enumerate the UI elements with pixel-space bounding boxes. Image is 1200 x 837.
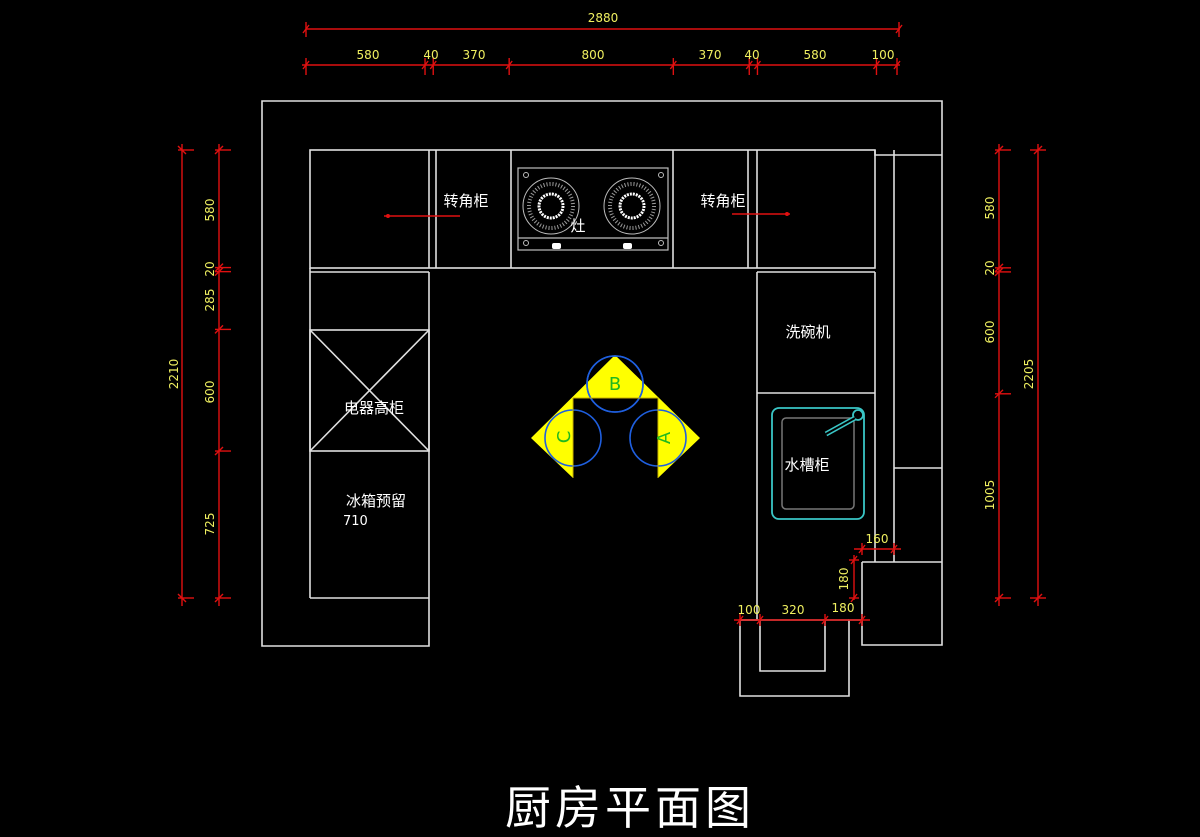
burner-left-icon [522,177,580,235]
dishwasher-label: 洗碗机 [785,323,830,341]
dim-notch-horizontal: 160 [866,532,889,546]
dim-right-total: 2205 [1022,359,1036,390]
dim-vertical-slash [994,267,1004,277]
dim-top-seg-8: 100 [872,48,895,62]
opening-arrows [384,212,790,218]
sink [771,407,865,520]
dim-top-total: 2880 [588,11,619,25]
dim-vertical-slash [994,263,1004,273]
stove-label: 灶 [570,217,585,235]
dim-vertical-slash [214,145,224,155]
dim-vertical-slash [214,267,224,277]
work-zone-b-label: B [609,374,621,395]
top-counter [309,149,942,562]
burner-right-icon [603,177,661,235]
left-counter [309,268,430,599]
work-triangle: B A C [531,355,700,478]
dim-bottom-seg-3: 180 [832,601,855,615]
dim-top-slash [893,60,901,70]
dim-right-seg-1: 580 [983,197,997,220]
work-zone-c-label: C [554,431,575,444]
dim-right-seg-2: 20 [983,260,997,275]
dim-vertical-slash [214,593,224,603]
dim-top-seg-5: 370 [699,48,722,62]
dim-top-slash [505,60,513,70]
dim-top-slash [872,60,881,70]
dim-notch-vertical: 180 [837,568,851,591]
faucet-icon [852,409,864,421]
dim-left-seg-4: 600 [203,381,217,404]
dim-top-seg-4: 800 [582,48,605,62]
dim-top-slash [421,60,429,70]
appliance-tall-cabinet-label: 电器高柜 [344,399,404,417]
dim-vertical-slash [214,324,224,334]
appliance-tall-cabinet [309,329,430,452]
dim-bottom-seg-2: 320 [782,603,805,617]
dim-top-seg-2: 40 [423,48,438,62]
bottom-dimensions: 100 320 180 180 160 [734,532,901,626]
left-dimensions: 2210 580 20 285 600 725 [167,144,231,606]
stove [517,167,669,251]
dim-left-seg-2: 20 [203,261,217,276]
dim-left-seg-5: 725 [203,513,217,536]
dim-top-seg-6: 40 [744,48,759,62]
dim-vertical-slash [214,263,224,273]
dim-vertical-slash [994,389,1004,399]
fridge-reserve-label: 冰箱预留 [346,492,406,510]
dim-vertical-slash [994,145,1004,155]
dim-top-seg-7: 580 [804,48,827,62]
dim-top-slash [753,60,762,70]
dim-left-total: 2210 [167,359,181,390]
dim-top-slash [429,60,437,70]
top-dimensions: 2880 580 40 370 800 370 40 580 100 [302,11,903,75]
dim-top-slash [669,60,677,70]
dim-vertical-slash [994,593,1004,603]
dim-top-slash [745,60,753,70]
right-dimensions: 580 20 600 1005 2205 [983,144,1046,606]
dim-bottom-seg-1: 100 [738,603,761,617]
page-title: 厨房平面图 [505,781,755,835]
dim-vertical-slash [214,446,224,456]
knob-right-icon [623,243,632,249]
dim-left-seg-1: 580 [203,199,217,222]
knob-left-icon [552,243,561,249]
sink-cabinet-label: 水槽柜 [784,456,829,474]
dim-left-seg-3: 285 [203,289,217,312]
dim-right-seg-4: 1005 [983,480,997,511]
work-zone-a-label: A [654,431,675,444]
dim-top-slash [302,60,310,70]
corner-cabinet-left-label: 转角柜 [443,192,488,210]
fridge-width-label: 710 [343,514,368,529]
dim-top-seg-1: 580 [357,48,380,62]
dim-right-seg-3: 600 [983,321,997,344]
corner-cabinet-right-label: 转角柜 [700,192,745,210]
dim-top-seg-3: 370 [463,48,486,62]
